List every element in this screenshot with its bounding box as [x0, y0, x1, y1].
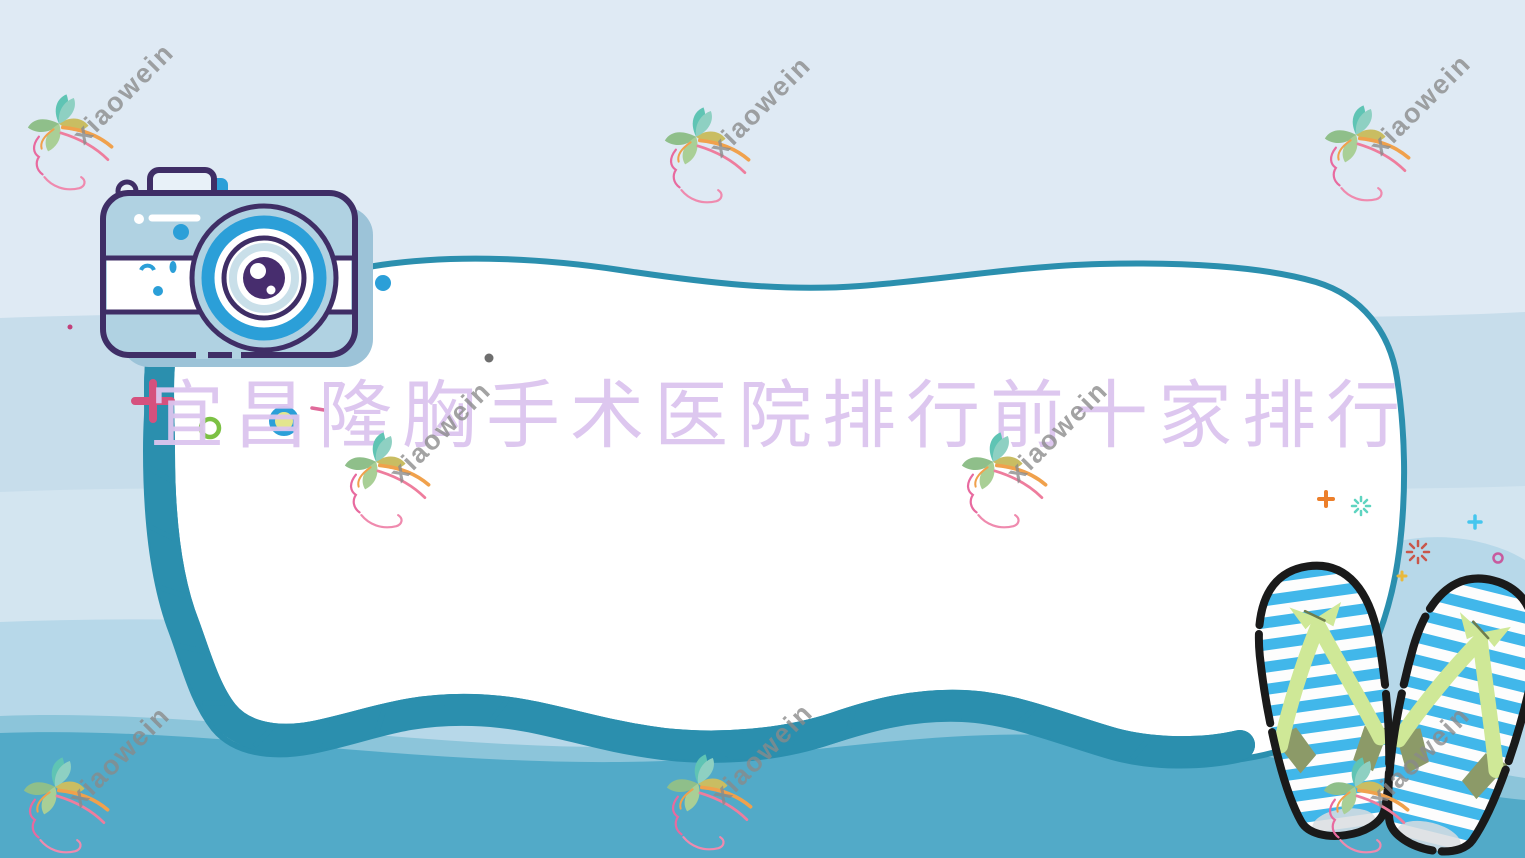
red-sparkle	[1405, 539, 1431, 565]
magenta-dot	[67, 324, 73, 330]
blue-dot	[375, 275, 391, 291]
green-ring	[198, 416, 222, 440]
confetti-decorations	[67, 275, 1504, 582]
yellow-dot-blue-ring	[269, 406, 299, 436]
camera-icon	[100, 167, 373, 367]
teal-sparkle	[1350, 495, 1372, 517]
page-title: 宜昌隆胸手术医院排行前十家排行	[150, 373, 1410, 459]
watermark: xiaowein	[665, 697, 819, 852]
flip-flop-right	[1362, 565, 1525, 858]
watermark: xiaowein	[22, 700, 176, 855]
watermark: xiaowein	[1323, 48, 1477, 203]
pink-ring	[1492, 552, 1504, 564]
gray-dot	[484, 353, 494, 363]
pink-cross	[131, 379, 175, 423]
watermark: xiaowein	[960, 375, 1114, 530]
pink-dash	[310, 406, 326, 412]
cyan-plus	[1467, 514, 1483, 530]
camera-lens	[189, 203, 339, 353]
orange-plus	[1317, 490, 1335, 508]
yellow-plus	[1396, 570, 1408, 582]
film-strip-rungs	[145, 344, 1210, 765]
watermark: xiaowein	[343, 375, 497, 530]
speech-frame	[142, 255, 1408, 769]
watermark: xiaowein	[1322, 700, 1476, 855]
watermark: xiaowein	[663, 50, 817, 205]
watermark: xiaowein	[26, 37, 180, 192]
